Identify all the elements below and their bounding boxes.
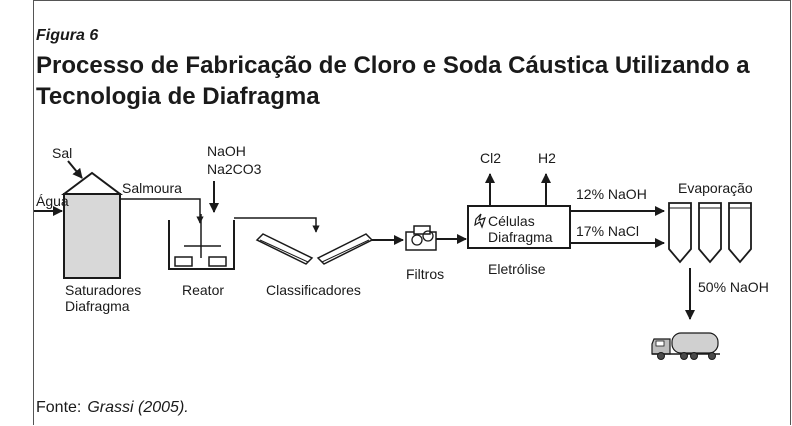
salmoura-label: Salmoura (122, 180, 182, 196)
classifiers (255, 233, 374, 265)
saturadores-sub-label: Diafragma (65, 298, 130, 314)
saturator-silo (61, 171, 123, 279)
reactor-to-classifier-line (234, 217, 320, 233)
sal-arrow (67, 160, 83, 179)
naoh-12-label: 12% NaOH (576, 186, 647, 202)
cl2-label: Cl2 (480, 150, 501, 166)
lightning-icon (474, 213, 486, 229)
celulas-sub-label: Diafragma (488, 229, 553, 245)
figure-title: Processo de Fabricação de Cloro e Soda C… (36, 52, 750, 110)
tanker-truck-icon (651, 332, 720, 360)
celulas-label: Células (488, 213, 535, 229)
figure-frame (33, 0, 791, 425)
saturadores-label: Saturadores (65, 282, 141, 298)
reactor (168, 214, 235, 270)
h2-label: H2 (538, 150, 556, 166)
source-reference: Grassi (2005). (87, 399, 189, 416)
na2co3-label: Na2CO3 (207, 161, 262, 177)
figure-label: Figura 6 (36, 27, 99, 44)
agua-label: Água (36, 193, 69, 209)
eletrolise-label: Eletrólise (488, 261, 546, 277)
filters (405, 225, 437, 251)
evaporators (668, 202, 752, 264)
classificadores-label: Classificadores (266, 282, 361, 298)
naoh-50-label: 50% NaOH (698, 279, 769, 295)
diaphragm-cell-box (467, 205, 571, 249)
source-prefix: Fonte: (36, 399, 82, 416)
nacl-17-label: 17% NaCl (576, 223, 639, 239)
evaporacao-label: Evaporação (678, 180, 753, 196)
source-line: Fonte: Grassi (2005). (36, 399, 189, 417)
salmoura-line (120, 198, 204, 224)
reator-label: Reator (182, 282, 224, 298)
filtros-label: Filtros (406, 266, 444, 282)
sal-label: Sal (52, 145, 72, 161)
naoh-label: NaOH (207, 143, 246, 159)
